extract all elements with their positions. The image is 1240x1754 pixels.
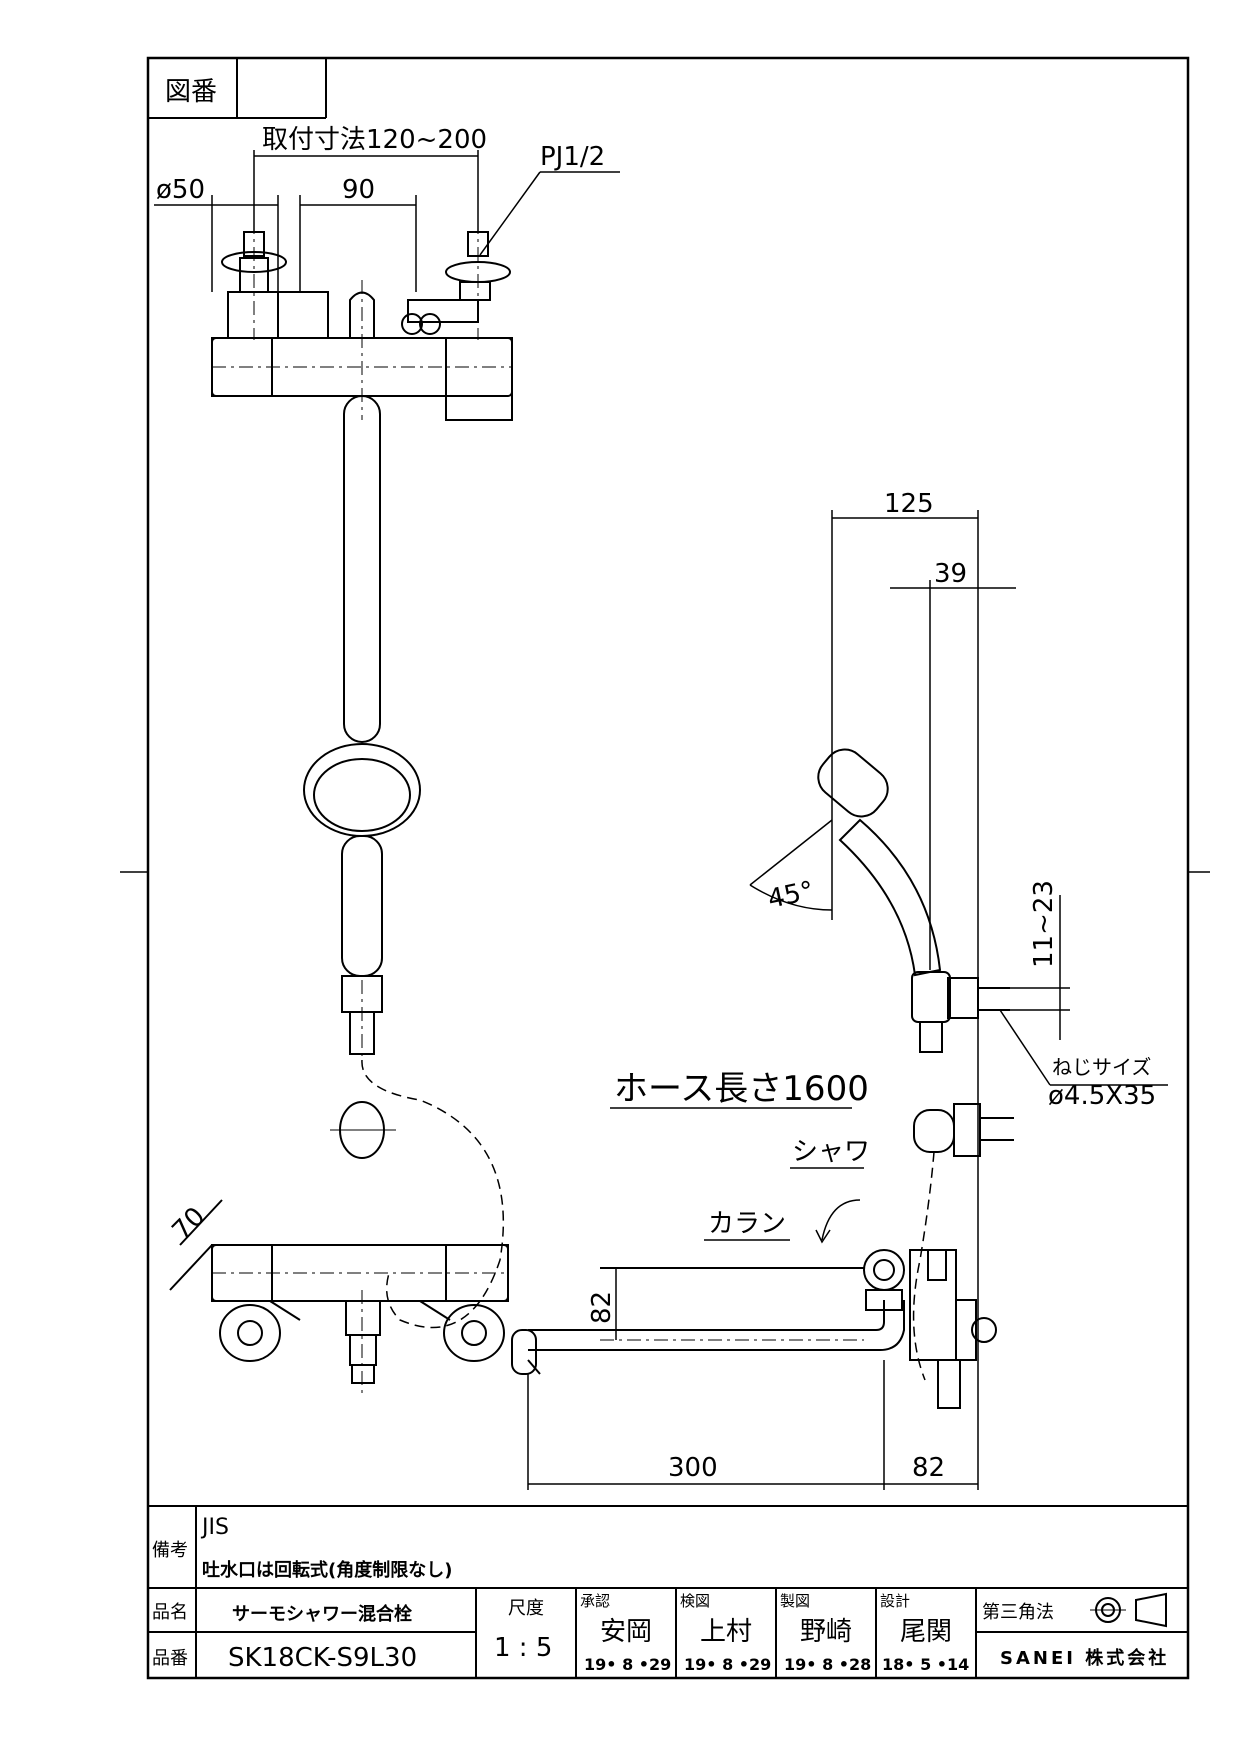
checked-date: 19• 8 •29 (684, 1655, 771, 1674)
top-dimension-lines (154, 150, 620, 292)
pipe-thread-label: PJ1/2 (540, 142, 605, 172)
d70-dimension: 70 (167, 1202, 212, 1247)
title-block-grid (148, 1505, 1188, 1678)
karan-label: カラン (708, 1209, 786, 1239)
phi50-dimension: ø50 (156, 175, 205, 205)
designed-label: 設計 (880, 1592, 910, 1610)
product-name-label: 品名 (152, 1602, 188, 1623)
designed-name: 尾関 (900, 1617, 952, 1647)
third-angle-projection-icon (1090, 1592, 1167, 1628)
side-dimension-lines (610, 510, 1168, 1420)
hose-length-label: ホース長さ1600 (614, 1069, 869, 1109)
checked-label: 検図 (680, 1592, 710, 1610)
d125-dimension: 125 (884, 489, 934, 519)
remarks-label: 備考 (152, 1540, 188, 1561)
screw-size-label: ねじサイズ (1052, 1055, 1151, 1079)
company-name: SANEI 株式会社 (1000, 1647, 1169, 1669)
scale-label: 尺度 (508, 1598, 544, 1619)
d300-dimension: 300 (668, 1453, 718, 1483)
d90-dimension: 90 (342, 175, 375, 205)
mount-pitch-dimension: 取付寸法120~200 (262, 125, 487, 155)
bottom-view (169, 1199, 509, 1395)
d82-horizontal-dimension: 82 (912, 1453, 945, 1483)
drawn-name: 野崎 (800, 1617, 852, 1647)
scale-value: 1 : 5 (494, 1633, 552, 1663)
top-view (211, 220, 513, 743)
remarks-line1: JIS (200, 1515, 229, 1540)
product-no-label: 品番 (152, 1648, 188, 1669)
remarks-line2: 吐水口は回転式(角度制限なし) (202, 1559, 452, 1581)
projection-label: 第三角法 (982, 1602, 1054, 1623)
designed-date: 18• 5 •14 (882, 1655, 969, 1674)
drawn-date: 19• 8 •28 (784, 1655, 871, 1674)
angle45-dimension: 45° (765, 876, 816, 915)
product-no: SK18CK-S9L30 (228, 1643, 417, 1673)
approved-label: 承認 (580, 1592, 610, 1610)
rotation-arrow-icon (815, 1199, 861, 1244)
approved-date: 19• 8 •29 (584, 1655, 671, 1674)
shower-holder-front (303, 743, 504, 1329)
drawn-label: 製図 (780, 1592, 810, 1610)
product-name: サーモシャワー混合栓 (232, 1603, 412, 1625)
d82-vertical-dimension: 82 (587, 1291, 617, 1324)
d39-dimension: 39 (934, 559, 967, 589)
spout-side-view (511, 1249, 997, 1409)
approved-name: 安岡 (600, 1617, 652, 1647)
shower-label: シャワ (792, 1137, 870, 1167)
spout-dimension-lines (527, 1268, 979, 1490)
checked-name: 上村 (700, 1617, 752, 1647)
drawing-no-label: 図番 (165, 77, 217, 107)
handset-side-view (817, 748, 1014, 1381)
d11-23-dimension: 11~23 (1029, 880, 1059, 968)
screw-size-value: ø4.5X35 (1048, 1081, 1156, 1111)
drawing-frame (120, 56, 1210, 1680)
